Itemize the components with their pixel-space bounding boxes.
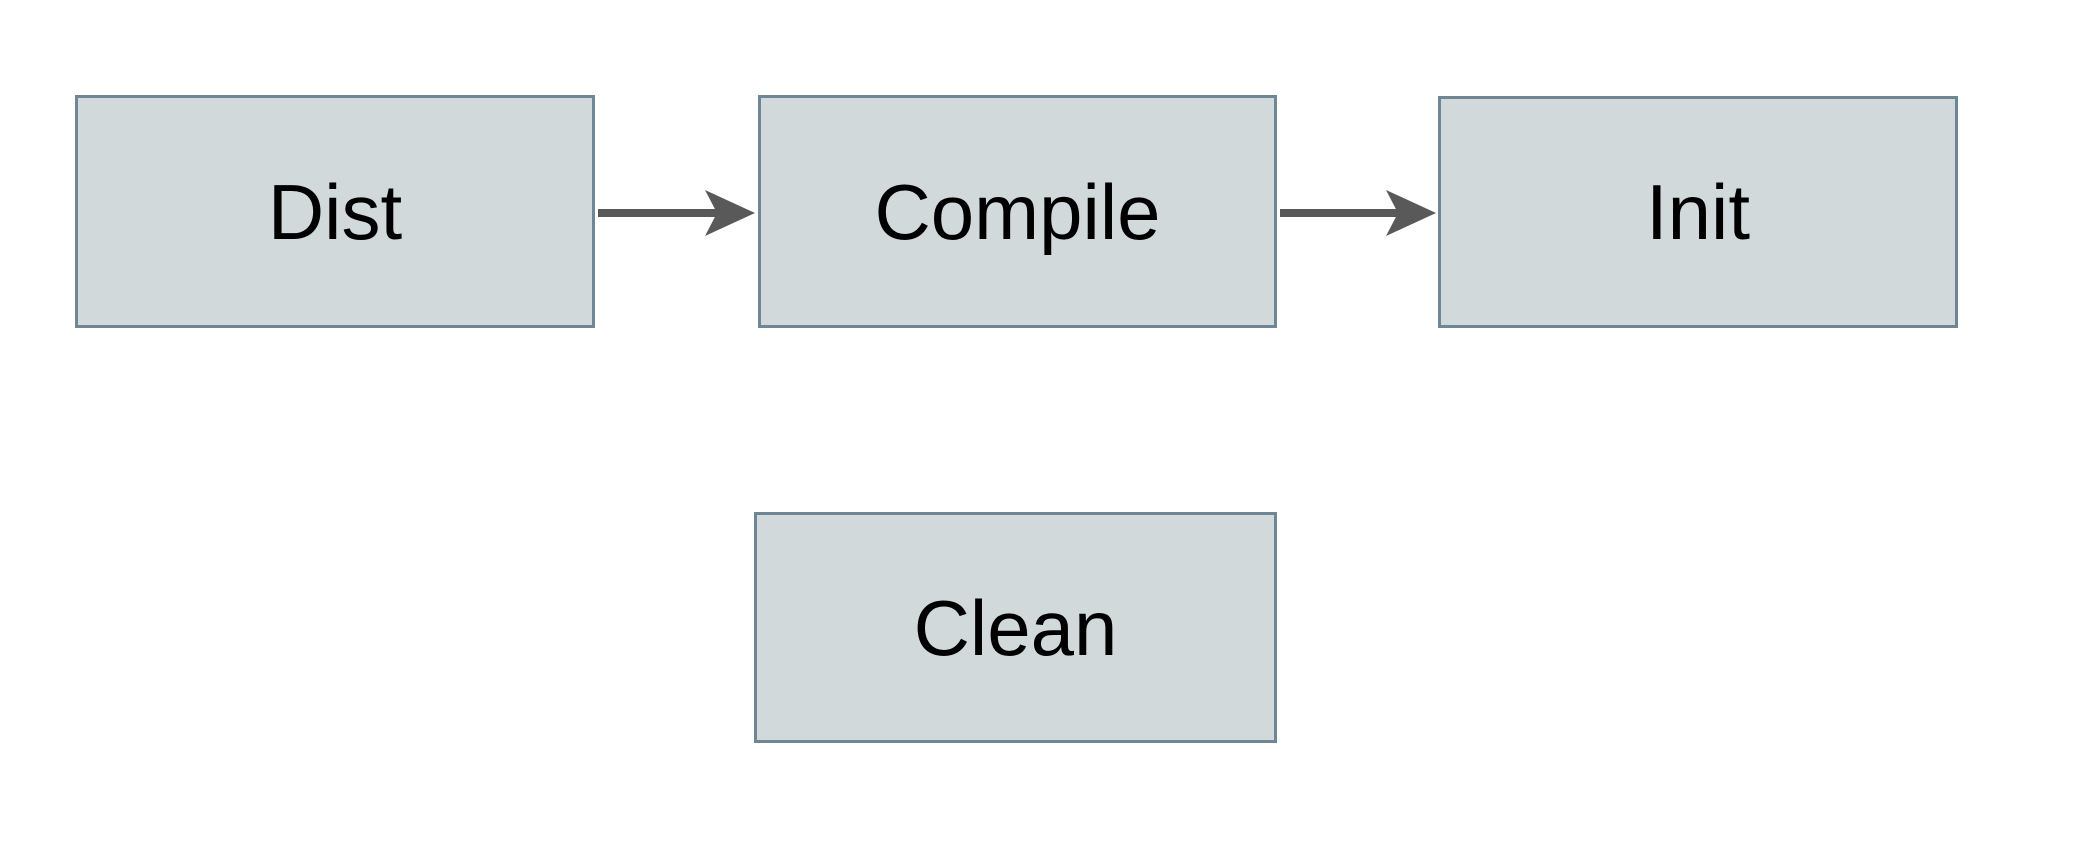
arrow-dist-to-compile[interactable] [598,190,755,236]
node-dist-label: Dist [267,167,403,256]
arrow-head-icon [705,190,755,236]
node-compile-label: Compile [874,167,1161,256]
node-compile[interactable]: Compile [758,95,1277,328]
arrow-compile-to-init[interactable] [1280,190,1436,236]
node-init[interactable]: Init [1438,96,1958,328]
node-dist[interactable]: Dist [75,95,595,328]
arrow-head-icon [1386,190,1436,236]
node-clean[interactable]: Clean [754,512,1277,743]
node-init-label: Init [1645,168,1751,256]
node-clean-label: Clean [913,583,1118,672]
